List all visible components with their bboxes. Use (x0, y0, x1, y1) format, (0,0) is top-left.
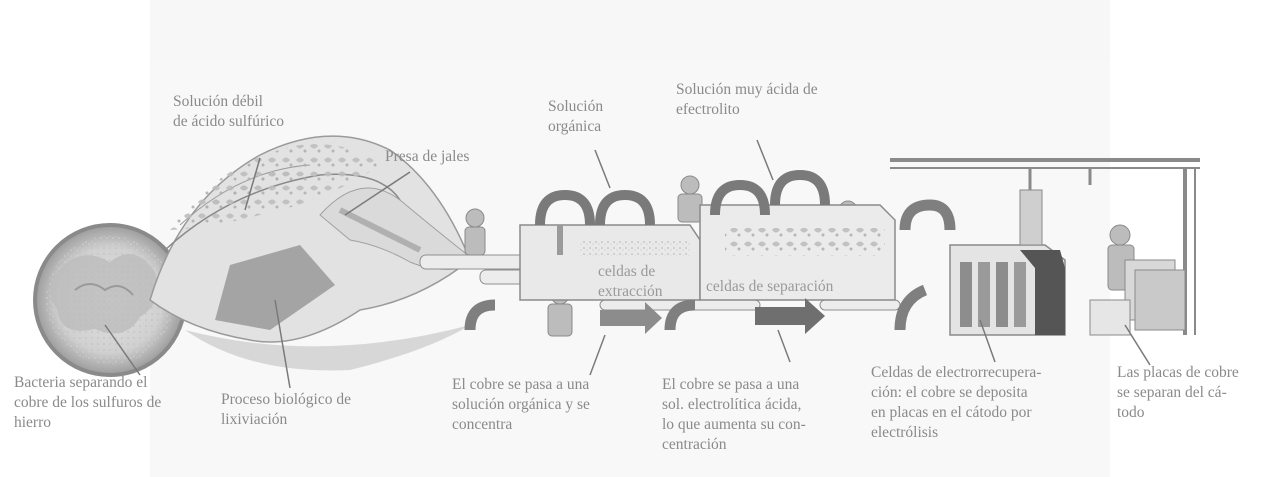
label-tailings-dam: Presa de jales (385, 148, 470, 165)
tailings-dam (319, 187, 482, 270)
label-electrowinning: Celdas de electrorrecupera-ción: el cobr… (871, 364, 1042, 441)
top-haze (150, 0, 1110, 60)
leader-lines (104, 139, 1151, 389)
flow-arrows (600, 298, 825, 334)
separation-cells (699, 169, 896, 301)
extraction-cells (519, 189, 701, 301)
bioleaching-pool (215, 245, 335, 330)
cathode-block (1020, 250, 1065, 335)
copper-plates (1089, 259, 1186, 336)
label-separation-cells: celdas de separación (706, 278, 834, 295)
pipe-elbows (464, 199, 956, 331)
electrowinning-cells (949, 189, 1066, 336)
